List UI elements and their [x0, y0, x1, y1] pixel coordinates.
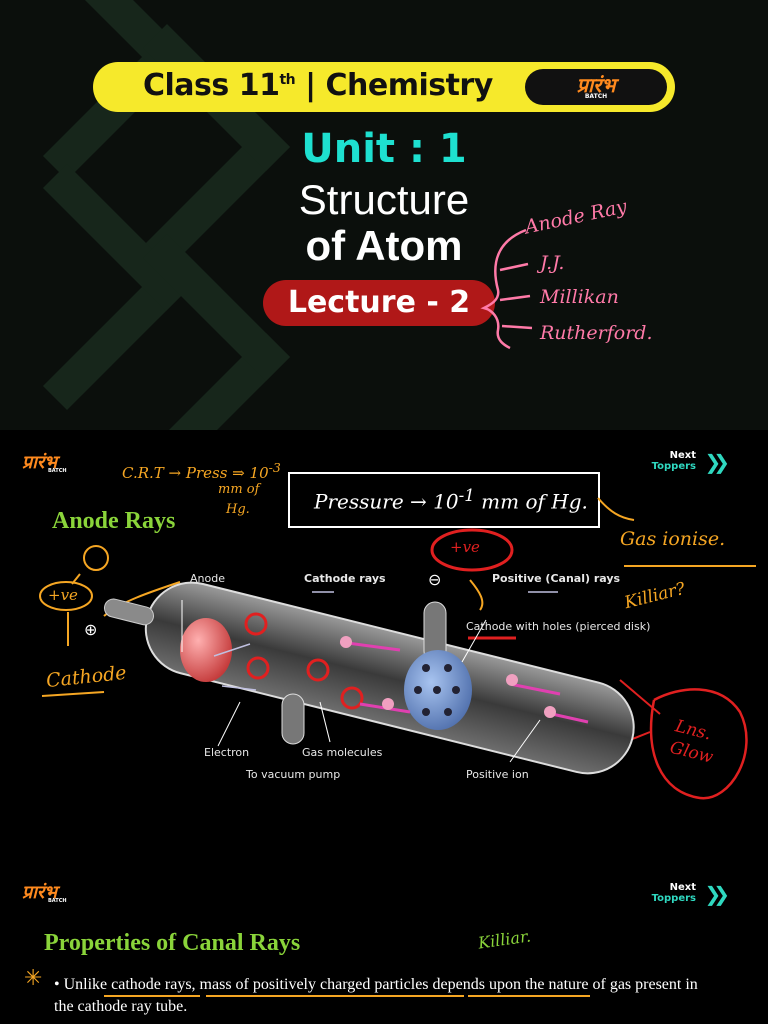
nt-next: Next [669, 450, 696, 461]
note-hg: Hg. [226, 502, 250, 517]
asterisk-mark-icon: ✳ [24, 966, 43, 991]
note-millikan: Millikan [540, 286, 619, 308]
prarambh-batch-logo: प्रारंभ BATCH [525, 69, 667, 105]
title-slide: Class 11th | Chemistry प्रारंभ BATCH Uni… [0, 0, 768, 430]
slide-heading: Properties of Canal Rays [44, 930, 301, 956]
discharge-tube-diagram [103, 581, 635, 775]
handwritten-brace [480, 228, 533, 350]
class-banner: Class 11th | Chemistry प्रारंभ BATCH [93, 62, 675, 112]
note-plus-ve-top: +ve [450, 538, 480, 556]
note-crt-pressure: C.R.T → Press ⇒ 10-3 [122, 460, 281, 482]
unit-title: Unit : 1 [301, 126, 467, 172]
note-plus-ve-left: +ve [48, 586, 78, 604]
underline-annotations [104, 995, 590, 997]
topic-line-2: of Atom [305, 222, 463, 269]
note-crt: C.R.T → Press ⇒ 10 [122, 464, 269, 482]
logo-sub: BATCH [48, 468, 67, 474]
prarambh-batch-logo: प्रारंभ BATCH [22, 880, 86, 910]
slide-heading: Anode Rays [52, 508, 176, 534]
anode-disk [180, 618, 232, 682]
logo-sub: BATCH [584, 93, 608, 100]
note-gas-ionise: Gas ionise. [620, 528, 726, 550]
anode-rays-slide: प्रारंभ BATCH Next Toppers ❯❯ Anode Rays… [0, 432, 768, 860]
banner-subject: | Chemistry [295, 68, 493, 103]
ink-annotations [39, 497, 756, 800]
note-crt-exp: -3 [268, 460, 281, 475]
note-rutherford: Rutherford. [540, 322, 653, 344]
banner-title: Class 11th | Chemistry [143, 68, 493, 103]
minus-terminal-icon: ⊖ [428, 570, 442, 589]
logo-text: प्रारंभ [22, 452, 57, 473]
canal-rays-properties-slide: प्रारंभ BATCH Next Toppers ❯❯ Properties… [0, 862, 768, 1024]
logo-text: प्रारंभ [22, 882, 57, 903]
banner-class-sup: th [279, 72, 296, 88]
nt-next: Next [669, 882, 696, 893]
logo-sub: BATCH [48, 898, 67, 904]
logo-text: प्रारंभ [576, 73, 616, 97]
note-pressure: Pressure → 10-1 mm of Hg. [314, 486, 588, 514]
property-bullet: • Unlike cathode rays, mass of positivel… [54, 976, 698, 1015]
label-cathode-holes: Cathode with holes (pierced disk) [466, 620, 651, 633]
topic-line-1: Structure [298, 176, 470, 223]
plus-terminal-icon: ⊕ [84, 620, 98, 639]
banner-class: Class 11 [143, 68, 280, 103]
label-cathode-rays: Cathode rays [304, 572, 386, 585]
label-electron: Electron [204, 746, 250, 759]
nt-toppers: Toppers [651, 893, 696, 904]
prarambh-batch-logo: प्रारंभ BATCH [22, 450, 86, 480]
nt-toppers: Toppers [651, 461, 696, 472]
note-jj: J.J. [540, 252, 565, 274]
note-pressure-main: Pressure → 10 [314, 489, 459, 514]
label-anode: Anode [190, 572, 225, 585]
label-vacuum-pump: To vacuum pump [246, 768, 341, 781]
note-pressure-exp: -1 [458, 486, 475, 505]
label-canal-rays: Positive (Canal) rays [492, 572, 621, 585]
label-gas-molecules: Gas molecules [302, 746, 383, 759]
note-pressure-rest: mm of Hg. [474, 489, 588, 514]
note-mm-of: mm of [218, 482, 260, 497]
lecture-badge: Lecture - 2 [263, 280, 495, 326]
label-positive-ion: Positive ion [466, 768, 529, 781]
